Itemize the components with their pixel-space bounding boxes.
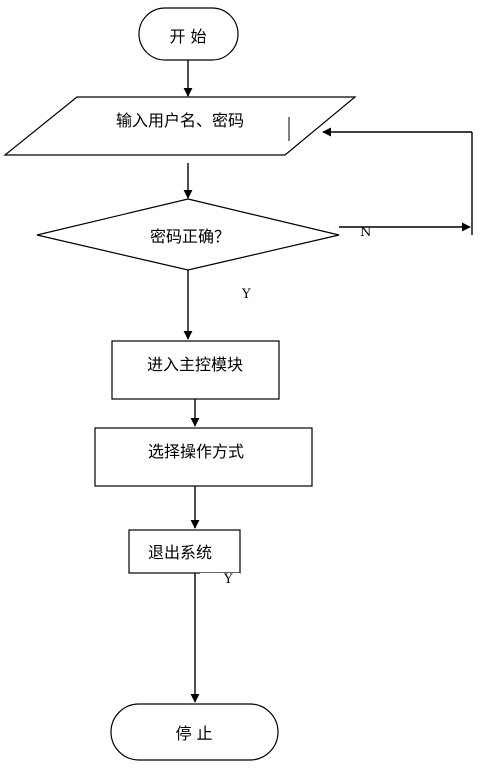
edge-gap-mask	[200, 573, 240, 579]
no-label: N	[360, 225, 371, 240]
stop-label: 停 止	[175, 724, 212, 743]
no-branch: N	[322, 127, 473, 240]
yes-exit-label: Y	[223, 572, 233, 587]
select-op-node: 选择操作方式	[94, 427, 313, 487]
yes-label: Y	[241, 287, 251, 302]
decision-node: 密码正确？	[36, 198, 340, 271]
main-module-node: 进入主控模块	[111, 340, 280, 400]
start-node: 开 始	[138, 7, 239, 61]
exit-system-node: 退出系统	[128, 529, 241, 579]
exit-system-label: 退出系统	[148, 543, 212, 562]
input-label: 输入用户名、密码	[116, 111, 244, 130]
main-module-label: 进入主控模块	[147, 355, 243, 374]
stop-node: 停 止	[110, 703, 279, 761]
decision-label: 密码正确？	[150, 227, 230, 246]
start-label: 开 始	[169, 27, 206, 46]
input-node: 输入用户名、密码	[3, 96, 357, 156]
select-op-label: 选择操作方式	[148, 442, 244, 461]
